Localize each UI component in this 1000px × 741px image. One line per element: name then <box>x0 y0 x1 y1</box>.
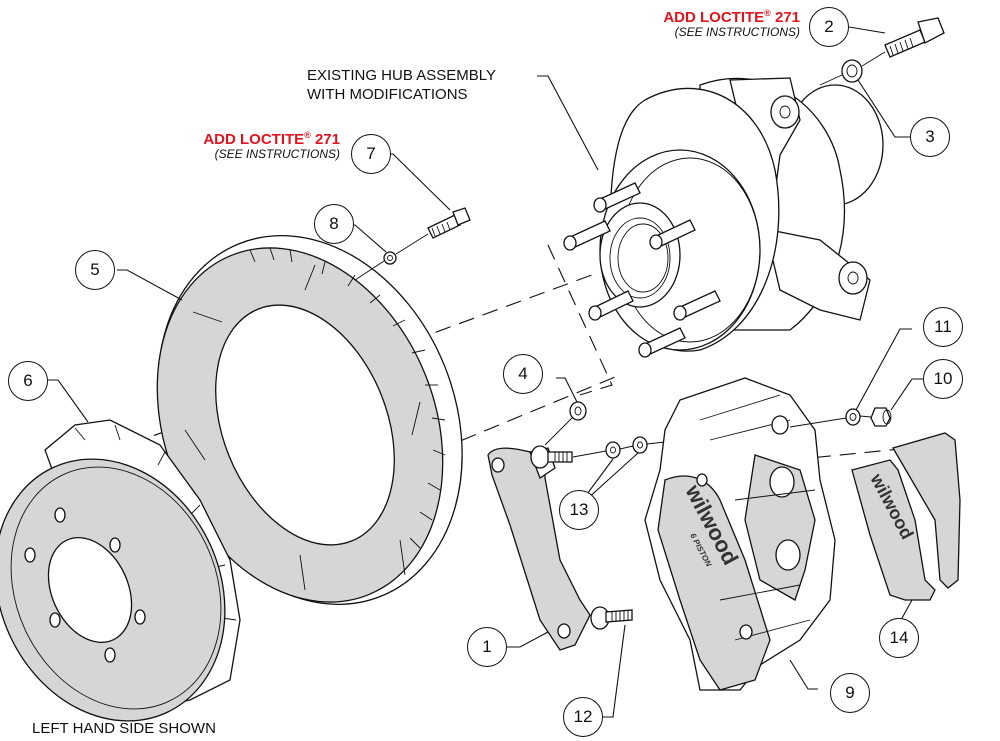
loctite-note-left: ADD LOCTITE® 271 (SEE INSTRUCTIONS) <box>185 130 340 161</box>
registered-mark: ® <box>304 130 311 140</box>
callout-8: 8 <box>314 204 354 244</box>
drum-hat <box>0 419 241 722</box>
washer-3 <box>841 59 863 83</box>
drum-lug-holes <box>24 507 146 663</box>
caliper-bracket <box>487 445 633 651</box>
rotor-center-bore <box>215 304 395 546</box>
loctite-title: ADD LOCTITE <box>203 131 305 148</box>
loctite-number: 271 <box>774 9 800 26</box>
callout-3: 3 <box>910 117 950 157</box>
axis-hub-to-washer4 <box>547 244 613 396</box>
pad-rear <box>892 432 961 589</box>
brake-pads: wilwood <box>851 432 961 601</box>
rotor-slots <box>184 264 421 591</box>
callout-13: 13 <box>559 490 599 530</box>
callout-12: 12 <box>563 697 603 737</box>
caliper: wilwood 6 PISTON <box>644 377 836 691</box>
washer-8 <box>383 251 397 265</box>
loctite-number: 271 <box>314 131 340 148</box>
callout-2: 2 <box>809 7 849 47</box>
hub-assembly <box>563 77 884 358</box>
callout-14: 14 <box>879 618 919 658</box>
washer-4 <box>569 401 587 421</box>
hub-label-line2: WITH MODIFICATIONS <box>307 86 468 103</box>
bolt-2 <box>884 17 945 58</box>
callout-5: 5 <box>75 250 115 290</box>
shim-13b <box>632 436 648 454</box>
callout-6: 6 <box>8 361 48 401</box>
callout-10: 10 <box>923 359 963 399</box>
loctite-instructions: (SEE INSTRUCTIONS) <box>674 24 800 39</box>
callout-4: 4 <box>503 354 543 394</box>
drum-center-bore <box>47 536 133 644</box>
wheel-studs <box>563 182 721 358</box>
loctite-instructions: (SEE INSTRUCTIONS) <box>214 146 340 161</box>
registered-mark: ® <box>764 8 771 18</box>
callout-1: 1 <box>467 627 507 667</box>
callout-7: 7 <box>351 134 391 174</box>
brake-rotor <box>156 235 463 605</box>
bolt-7 <box>427 207 471 239</box>
hub-label-line1: EXISTING HUB ASSEMBLY <box>307 67 496 84</box>
nut-10 <box>870 407 891 427</box>
callout-9: 9 <box>830 673 870 713</box>
side-shown-label: LEFT HAND SIDE SHOWN <box>32 720 216 737</box>
hub-pilot <box>599 202 681 308</box>
pad-front <box>851 459 936 601</box>
loctite-note-top: ADD LOCTITE® 271 (SEE INSTRUCTIONS) <box>645 8 800 39</box>
rotor-vanes <box>249 247 446 549</box>
loctite-title: ADD LOCTITE <box>663 9 765 26</box>
washer-11 <box>845 408 861 426</box>
shim-13a <box>605 441 621 459</box>
hub-assembly-label: EXISTING HUB ASSEMBLY WITH MODIFICATIONS <box>307 66 496 104</box>
callout-11: 11 <box>923 307 963 347</box>
